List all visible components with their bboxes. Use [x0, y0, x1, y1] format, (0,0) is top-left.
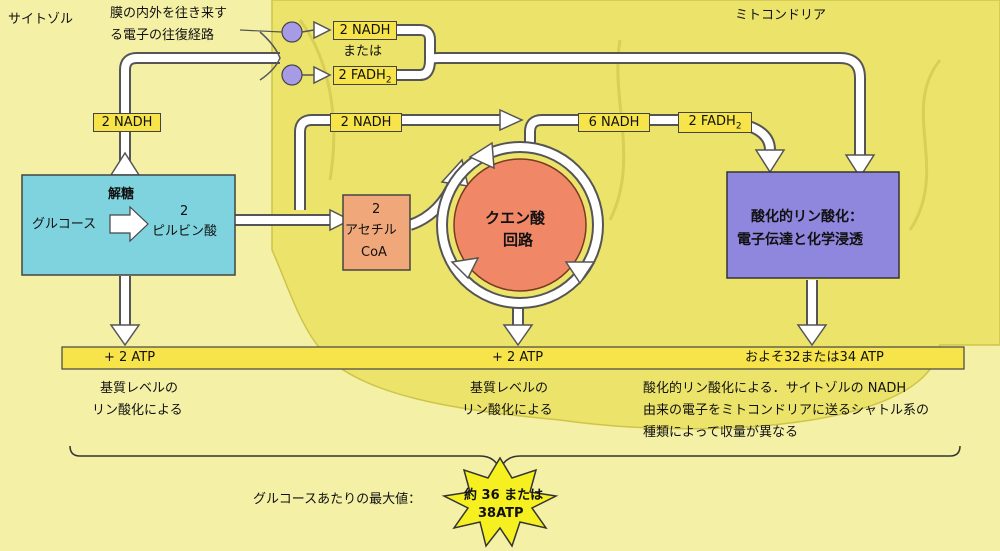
acetyl-label: アセチル [345, 223, 397, 238]
shuttle-nadh-box: 2 NADH [333, 21, 397, 40]
summary-bracket [69, 445, 961, 473]
note3-line2: 由来の電子をミトコンドリアに送るシャトル系の [643, 403, 930, 418]
shuttle-or-label: または [343, 44, 383, 59]
shuttle-carrier-top [281, 21, 303, 43]
glucose-to-pyruvate-arrow [109, 205, 149, 243]
flow-arrows [119, 24, 866, 325]
oxphos-label-line2: 電子伝達と化学浸透 [737, 232, 863, 248]
shuttle-fadh2-box: 2 FADH2 [333, 66, 397, 86]
tca-circle [453, 158, 587, 292]
mito-crista-3 [908, 59, 942, 231]
coa-label: CoA [361, 245, 387, 260]
oxphos-box [726, 171, 900, 279]
note3-line1: 酸化的リン酸化による．サイトゾルの NADH [643, 381, 907, 396]
note2-line2: リン酸化による [462, 403, 553, 418]
pyruvate-label: ピルビン酸 [152, 224, 218, 239]
arrow-heads [109, 20, 876, 347]
acetyl-coa-box [342, 194, 411, 271]
shuttle-label-line2: る電子の往復経路 [110, 28, 215, 43]
mito-crista-1 [298, 19, 336, 181]
note1-line2: リン酸化による [92, 403, 183, 418]
tca-label-line1: クエン酸 [485, 209, 546, 227]
cytosolic-nadh-box: 2 NADH [93, 113, 161, 132]
glycolysis-title: 解糖 [108, 187, 135, 202]
total-value-line1: 約 36 または [464, 488, 544, 503]
glucose-label: グルコース [32, 217, 97, 232]
acetyl-count: 2 [372, 202, 381, 217]
oxphos-label-line1: 酸化的リン酸化： [751, 209, 863, 225]
pyruvate-nadh-box: 2 NADH [330, 113, 402, 132]
mitochondria-label: ミトコンドリア [735, 8, 827, 23]
pyruvate-count: 2 [180, 204, 189, 219]
tca-fadh2-box: 2 FADH2 [678, 112, 752, 133]
total-starburst [441, 456, 559, 548]
total-value-line2: 38ATP [478, 506, 524, 521]
shuttle-label-line1: 膜の内外を往き来す [110, 6, 228, 21]
tca-label-line2: 回路 [503, 231, 534, 249]
atp-tca: + 2 ATP [492, 350, 544, 365]
cytosol-label: サイトゾル [8, 12, 74, 27]
note2-line1: 基質レベルの [470, 381, 549, 396]
atp-oxphos: およそ32または34 ATP [745, 350, 884, 365]
note3-line3: 種類によって収量が異なる [643, 425, 798, 440]
note1-line1: 基質レベルの [100, 381, 179, 396]
total-label: グルコースあたりの最大値： [253, 492, 422, 507]
atp-glycolysis: + 2 ATP [104, 350, 156, 365]
atp-bar [61, 346, 965, 370]
tca-nadh-box: 6 NADH [578, 113, 650, 132]
shuttle-carrier-bottom [281, 64, 303, 86]
